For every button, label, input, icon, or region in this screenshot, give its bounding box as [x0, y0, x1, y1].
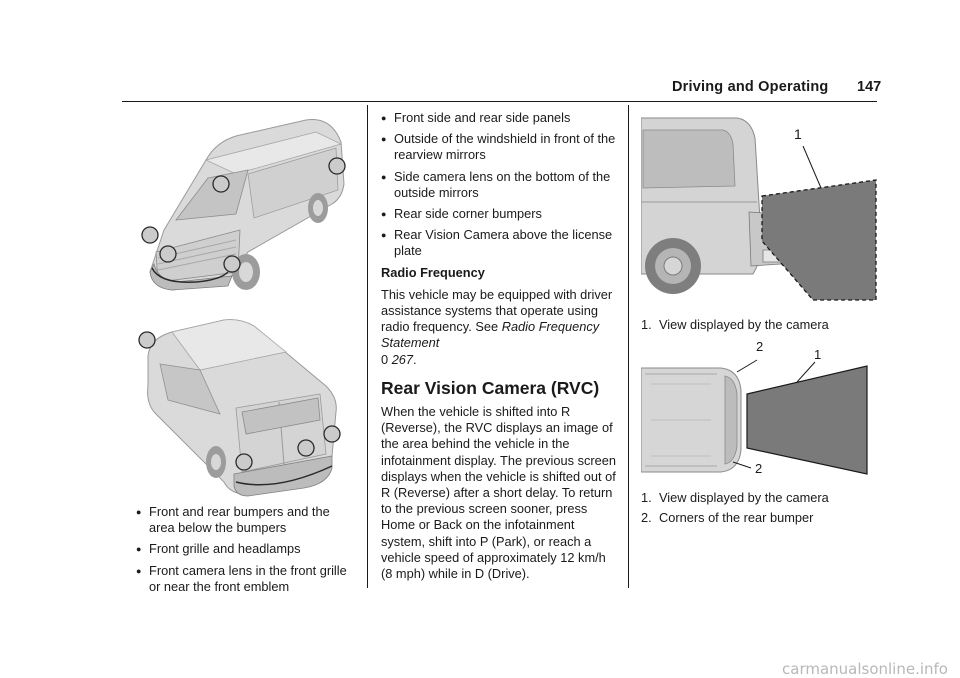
- sensor-marker: [328, 157, 346, 175]
- figure2-callout-2-top: 2: [756, 339, 764, 354]
- van-front-sensor-illustration: [141, 118, 346, 291]
- watermark: carmanualsonline.info: [782, 660, 948, 678]
- sensor-marker: [235, 453, 253, 471]
- sensor-marker: [323, 425, 341, 443]
- legend-text: View displayed by the camera: [659, 317, 829, 332]
- van-rear-sensor-illustration: [138, 319, 341, 497]
- legend-text: View displayed by the camera: [659, 490, 829, 505]
- camera-view-area: [761, 179, 877, 301]
- bullet-item: Side camera lens on the bottom of the ou…: [381, 169, 616, 201]
- column-divider-left: [367, 105, 368, 588]
- paragraph-text: This vehicle may be equipped with driver…: [381, 286, 613, 335]
- page-number: 147: [857, 79, 882, 95]
- figure2-legend: 1. View displayed by the camera 2. Corners…: [641, 490, 877, 530]
- legend-item: 1. View displayed by the camera: [641, 317, 877, 333]
- bullet-item: Front camera lens in the front grille or…: [136, 563, 350, 595]
- header-rule: [122, 101, 877, 102]
- page-ref-arrow-icon: 0: [381, 351, 389, 367]
- sensor-marker: [223, 255, 241, 273]
- camera-view-area: [746, 365, 868, 475]
- sensor-marker: [141, 226, 159, 244]
- sensor-marker: [159, 245, 177, 263]
- callout-leader: [732, 461, 752, 469]
- bullet-item: Front side and rear side panels: [381, 110, 616, 126]
- callout-leader: [736, 359, 758, 373]
- bullet-item: Front and rear bumpers and the area belo…: [136, 504, 350, 536]
- legend-number: 1.: [641, 490, 652, 505]
- van-top-body: [641, 367, 742, 473]
- sensor-marker: [138, 331, 156, 349]
- radio-frequency-statement-link[interactable]: Radio Frequency Statement: [381, 319, 600, 351]
- figure2-callout-2-bottom: 2: [755, 461, 763, 476]
- rvc-heading: Rear Vision Camera (RVC): [381, 377, 600, 398]
- callout-leader: [802, 145, 822, 189]
- section-title: Driving and Operating: [672, 79, 829, 95]
- radio-frequency-paragraph: This vehicle may be equipped with driver…: [381, 287, 616, 368]
- figure1-callout-1: 1: [794, 126, 802, 142]
- van-side-rear-body: [641, 117, 782, 294]
- legend-text: Corners of the rear bumper: [659, 510, 814, 526]
- paragraph-end: .: [413, 351, 417, 367]
- bullet-item: Front grille and headlamps: [136, 541, 350, 557]
- bullet-item: Rear side corner bumpers: [381, 206, 616, 222]
- rear-camera-view-top-figure: [641, 359, 868, 475]
- bullet-item: Rear Vision Camera above the license pla…: [381, 227, 616, 259]
- rvc-paragraph: When the vehicle is shifted into R (Reve…: [381, 404, 616, 582]
- bullet-item: Outside of the windshield in front of th…: [381, 131, 616, 163]
- middle-column: Front side and rear side panels Outside …: [381, 110, 616, 582]
- sensor-marker: [212, 175, 230, 193]
- middle-bullet-list: Front side and rear side panels Outside …: [381, 110, 616, 260]
- rear-camera-view-side-figure: [641, 117, 877, 301]
- figure1-legend: 1. View displayed by the camera: [641, 317, 877, 337]
- legend-item: 2. Corners of the rear bumper: [641, 510, 877, 526]
- figure2-callout-1: 1: [814, 347, 822, 362]
- legend-number: 2.: [641, 510, 652, 526]
- legend-number: 1.: [641, 317, 652, 332]
- sensor-marker: [297, 439, 315, 457]
- page-ref-link[interactable]: 267: [391, 351, 414, 367]
- callout-leader: [796, 361, 816, 383]
- van-front-body: [149, 118, 345, 291]
- legend-item: 1. View displayed by the camera: [641, 490, 877, 506]
- column-divider-right: [628, 105, 629, 588]
- radio-frequency-subheading: Radio Frequency: [381, 264, 485, 280]
- left-bullet-list: Front and rear bumpers and the area belo…: [136, 504, 350, 600]
